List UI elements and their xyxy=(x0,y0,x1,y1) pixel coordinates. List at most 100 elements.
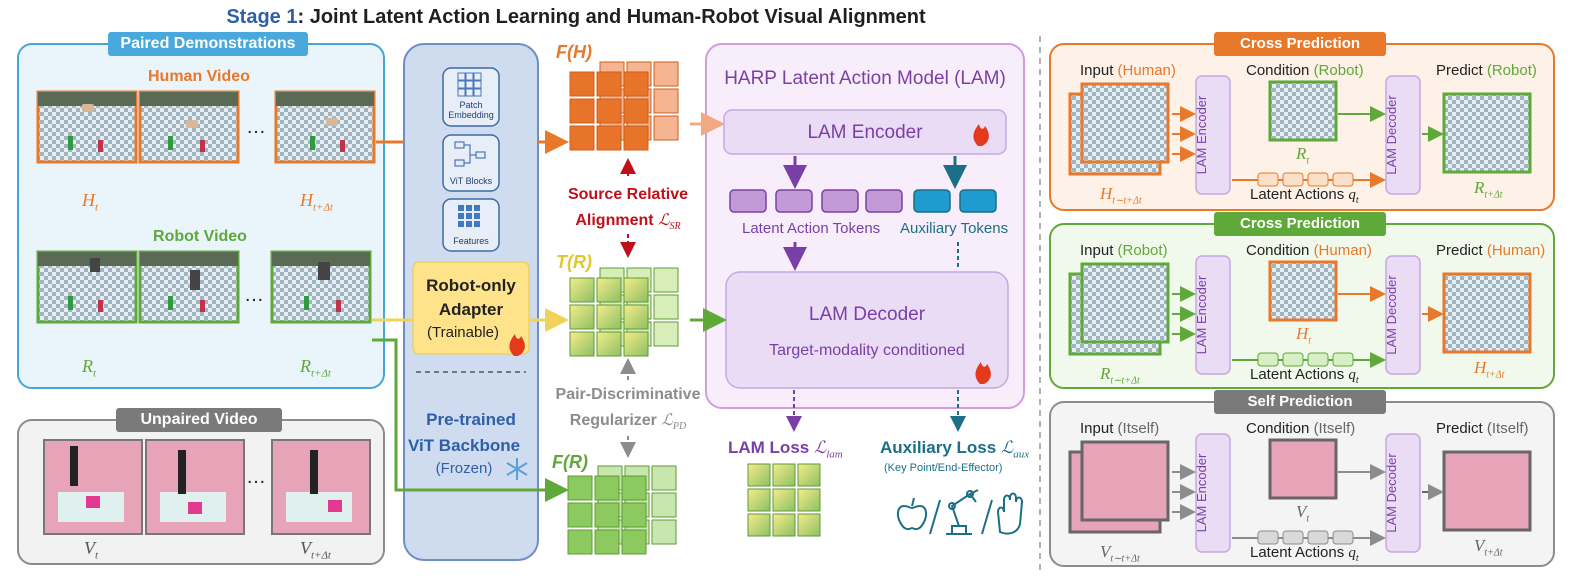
patch-embedding-label: Patch Embedding xyxy=(448,100,494,120)
hand-icon xyxy=(996,492,1024,535)
condition-symbol: Vt xyxy=(1296,502,1310,525)
feature-tile xyxy=(569,98,595,124)
pdr-label-line1: Pair-Discriminative xyxy=(555,386,701,403)
lam-decoder-label: LAM Decoder xyxy=(1384,453,1399,533)
loss-tile xyxy=(747,463,771,487)
patch-embedding-block xyxy=(442,67,500,127)
latent-token xyxy=(1257,530,1279,545)
human-frame-2 xyxy=(138,90,240,164)
robot-frame-2 xyxy=(138,250,240,324)
feature-tile xyxy=(623,331,649,357)
feature-tile xyxy=(567,502,593,528)
lam-encoder-label: LAM Encoder xyxy=(1194,95,1209,175)
input-frame-front xyxy=(1080,262,1170,344)
feature-tile xyxy=(623,277,649,303)
feature-tile xyxy=(623,125,649,151)
backbone-frozen-label: (Frozen) xyxy=(435,460,493,477)
condition-symbol: Ht xyxy=(1296,324,1312,347)
output-symbol: Rt+Δt xyxy=(1474,178,1503,201)
input-label: Input (Robot) xyxy=(1080,242,1168,259)
feature-tile xyxy=(596,125,622,151)
adapter-trainable-label: (Trainable) xyxy=(427,324,499,341)
pdr-label-line2: Regularizer ℒPD xyxy=(569,412,687,433)
lam-decoder-box xyxy=(1385,255,1421,375)
feature-tile xyxy=(567,475,593,501)
h-t-label: Ht xyxy=(82,190,99,214)
feature-tile xyxy=(594,475,620,501)
output-symbol: Ht+Δt xyxy=(1474,358,1505,381)
loss-tile xyxy=(797,513,821,537)
robot-only-adapter xyxy=(412,261,530,355)
feature-tile xyxy=(569,304,595,330)
prediction-panel-header: Cross Prediction xyxy=(1214,212,1386,236)
latent-action-tokens xyxy=(729,189,903,213)
robot-to-fr-arrow xyxy=(372,338,569,502)
feature-tile xyxy=(596,98,622,124)
lam-decoder-label: LAM Decoder xyxy=(808,304,926,325)
input-label: Input (Human) xyxy=(1080,62,1176,79)
input-label: Input (Itself) xyxy=(1080,420,1160,437)
fr-label: F(R) xyxy=(552,452,588,472)
lam-decoder-box xyxy=(1385,75,1421,195)
snowflake-icon xyxy=(506,458,528,480)
feature-tile-back xyxy=(653,115,679,141)
feature-tile xyxy=(569,71,595,97)
lam-decoder-sub: Target-modality conditioned xyxy=(769,342,965,359)
human-video-label: Human Video xyxy=(148,68,250,85)
feature-tile xyxy=(623,304,649,330)
lam-encoder-box xyxy=(1195,75,1231,195)
loss-tile xyxy=(772,463,796,487)
feature-tile-back xyxy=(653,267,679,293)
human-frame-1 xyxy=(36,90,138,164)
adapter-title-line1: Robot-only xyxy=(426,276,516,295)
feature-tile-back xyxy=(653,321,679,347)
feature-tile xyxy=(623,98,649,124)
feature-tile-back xyxy=(653,294,679,320)
feature-tile xyxy=(569,125,595,151)
feature-tile-back xyxy=(653,88,679,114)
unpaired-ellipsis: … xyxy=(246,466,266,488)
unpaired-frame-2 xyxy=(145,439,245,535)
predict-label: Predict (Itself) xyxy=(1436,420,1529,437)
lam-encoder-label: LAM Encoder xyxy=(807,122,923,143)
feature-tile xyxy=(569,277,595,303)
slash-divider xyxy=(981,499,993,535)
loss-tile xyxy=(772,488,796,512)
condition-frame xyxy=(1268,438,1338,500)
lam-decoder-label: LAM Decoder xyxy=(1384,275,1399,355)
feature-tile-back xyxy=(653,61,679,87)
latent-token xyxy=(1332,352,1354,367)
lam-decoder-box xyxy=(1385,433,1421,553)
lam-encoder-box xyxy=(1195,255,1231,375)
output-frame xyxy=(1442,92,1532,174)
latent-token xyxy=(1332,172,1354,187)
adapter-title-line2: Adapter xyxy=(438,300,504,319)
v-t-dt-label: Vt+Δt xyxy=(300,538,331,562)
unpaired-frame-1 xyxy=(43,439,143,535)
lam-encoder-label: LAM Encoder xyxy=(1194,275,1209,355)
output-frame xyxy=(1442,450,1532,532)
lam-decoder-label: LAM Decoder xyxy=(1384,95,1399,175)
vit-blocks-block xyxy=(442,134,500,192)
input-symbol: Rt∼t+Δt xyxy=(1100,364,1140,387)
predict-label: Predict (Human) xyxy=(1436,242,1546,259)
v-t-label: Vt xyxy=(84,538,99,562)
lam-loss-grid xyxy=(747,463,821,537)
lam-loss-label: LAM Loss ℒlam xyxy=(728,438,843,461)
slash-divider xyxy=(929,499,941,535)
input-symbol: Ht∼t+Δt xyxy=(1100,184,1142,207)
aux-loss-note: (Key Point/End-Effector) xyxy=(884,462,1003,474)
prediction-panel-header: Self Prediction xyxy=(1214,390,1386,414)
prediction-panel-header: Cross Prediction xyxy=(1214,32,1386,56)
robot-ellipsis: … xyxy=(244,284,264,306)
r-t-label: Rt xyxy=(82,356,97,380)
paired-demonstrations-header: Paired Demonstrations xyxy=(108,32,308,56)
aux-loss-label: Auxiliary Loss ℒaux xyxy=(880,438,1030,461)
latent-token xyxy=(1332,530,1354,545)
feature-tile xyxy=(569,331,595,357)
loss-tile xyxy=(772,513,796,537)
output-frame xyxy=(1442,272,1532,354)
vit-blocks-label: ViT Blocks xyxy=(449,176,493,186)
fire-icon xyxy=(975,362,991,384)
feature-tile-back xyxy=(651,519,677,545)
